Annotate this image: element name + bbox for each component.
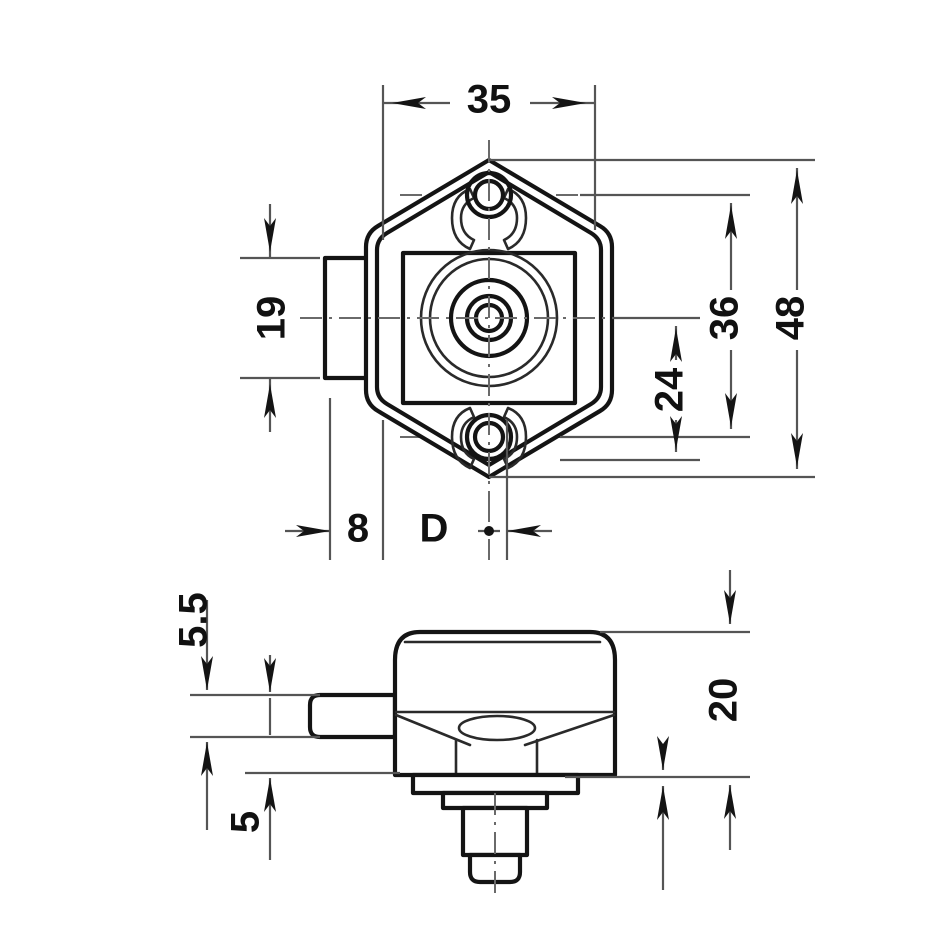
- bottom-hole-recess-right: [502, 406, 528, 470]
- side-view-group: [307, 629, 618, 900]
- top-mounting-hole-outer: [464, 170, 514, 220]
- dim-label-35: 35: [467, 78, 512, 122]
- top-hole-recess-left: [450, 187, 476, 251]
- dim-label-20: 20: [702, 678, 746, 723]
- dim-label-19: 19: [250, 296, 294, 341]
- side-view-dimensions: 5.5 5 20: [172, 570, 750, 890]
- dim-label-8: 8: [347, 507, 369, 551]
- dim-label-D: D: [420, 507, 449, 551]
- top-hole-recess-right: [502, 187, 528, 251]
- center-mark-icon-D: [484, 526, 494, 536]
- side-shaft-body: [460, 805, 530, 858]
- side-chamfer-right: [523, 713, 616, 747]
- side-bolt-outline: [307, 692, 398, 740]
- dim-label-5: 5: [224, 811, 268, 833]
- side-body-outline: [392, 629, 618, 778]
- side-oval-detail: [457, 714, 537, 742]
- dim-label-36: 36: [703, 296, 747, 341]
- dim-label-48: 48: [769, 296, 813, 341]
- side-shaft-tip: [467, 852, 523, 885]
- bottom-hole-recess-left: [450, 406, 476, 470]
- dim-label-55: 5.5: [172, 592, 216, 648]
- side-chamfer-left: [394, 713, 472, 747]
- dim-label-24: 24: [648, 367, 692, 412]
- front-view-dimensions: 35 19 48 36 24: [240, 78, 815, 560]
- faceplate-body-rect: [400, 250, 578, 406]
- side-flange-upper: [410, 772, 581, 796]
